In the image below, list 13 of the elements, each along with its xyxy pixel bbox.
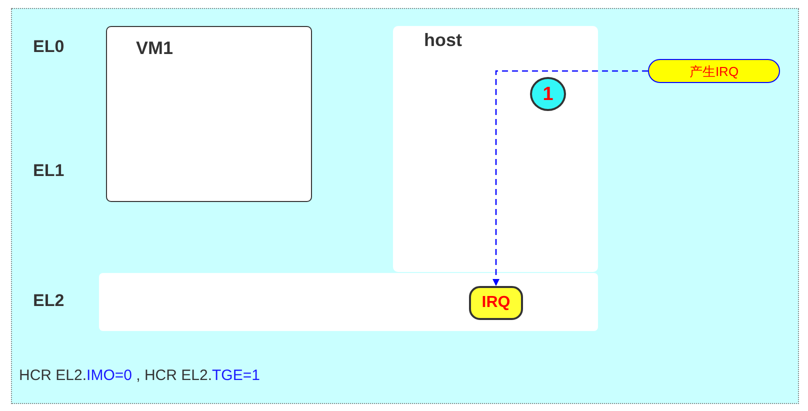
host-region: [393, 26, 598, 272]
region-title: host: [424, 30, 462, 50]
dashed-arrow: [492, 70, 648, 286]
interrupt-tag: IRQ: [469, 286, 523, 320]
empty-region: [99, 273, 598, 331]
event-pill: 产生IRQ: [648, 59, 780, 83]
register-note: HCR EL2.IMO=0 , HCR EL2.TGE=1: [19, 367, 260, 384]
level-label: EL2: [33, 291, 64, 311]
level-label: EL1: [33, 161, 64, 181]
level-label: EL0: [33, 37, 64, 57]
vm-box: [106, 26, 312, 202]
step-number-circle: 1: [530, 77, 566, 111]
region-title: VM1: [136, 38, 174, 58]
